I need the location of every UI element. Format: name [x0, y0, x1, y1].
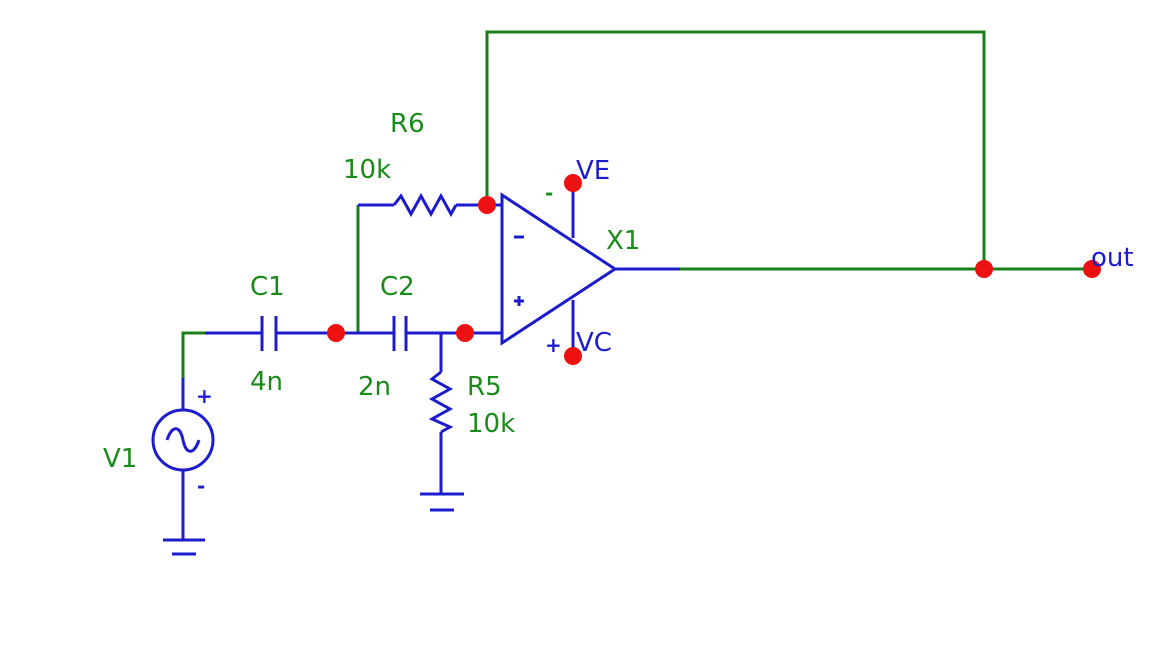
opamp-x1[interactable] [500, 192, 618, 346]
ground-icon [420, 492, 464, 512]
x1-name-label: X1 [606, 226, 640, 256]
node-out[interactable] [1083, 260, 1101, 278]
node-r6-inv[interactable] [478, 196, 496, 214]
capacitor-c1[interactable] [260, 316, 278, 351]
r5-value-label: 10k [467, 409, 515, 439]
ground-icon [163, 538, 205, 556]
ve-net-label: VE [576, 156, 610, 186]
node-feedback[interactable] [975, 260, 993, 278]
wire-v1-top [181, 331, 205, 378]
r6-name-label: R6 [390, 109, 425, 139]
r6-value-label: 10k [343, 155, 391, 185]
sine-icon [165, 427, 201, 453]
node-noninv[interactable] [456, 324, 474, 342]
c2-name-label: C2 [380, 272, 415, 302]
v1-plus-sign: + [196, 384, 213, 408]
r5-name-label: R5 [467, 372, 502, 402]
vc-sign: + [545, 333, 562, 357]
vc-net-label: VC [576, 328, 612, 358]
node-vc[interactable] [564, 347, 582, 365]
c1-name-label: C1 [250, 272, 285, 302]
node-ve[interactable] [564, 174, 582, 192]
v1-name-label: V1 [103, 444, 137, 474]
node-c1-c2[interactable] [327, 324, 345, 342]
wire-feedback-loop [485, 30, 986, 269]
c1-value-label: 4n [250, 367, 283, 397]
v1-minus-sign: - [197, 474, 205, 498]
nodes [327, 174, 1101, 365]
green-wires [181, 30, 1092, 378]
resistor-r6[interactable] [392, 192, 458, 218]
capacitor-c2[interactable] [392, 316, 408, 351]
c2-value-label: 2n [358, 372, 391, 402]
out-net-label: out [1091, 243, 1134, 273]
voltage-source-v1[interactable] [151, 408, 215, 472]
ve-sign: - [545, 181, 553, 205]
resistor-r5[interactable] [428, 370, 454, 434]
